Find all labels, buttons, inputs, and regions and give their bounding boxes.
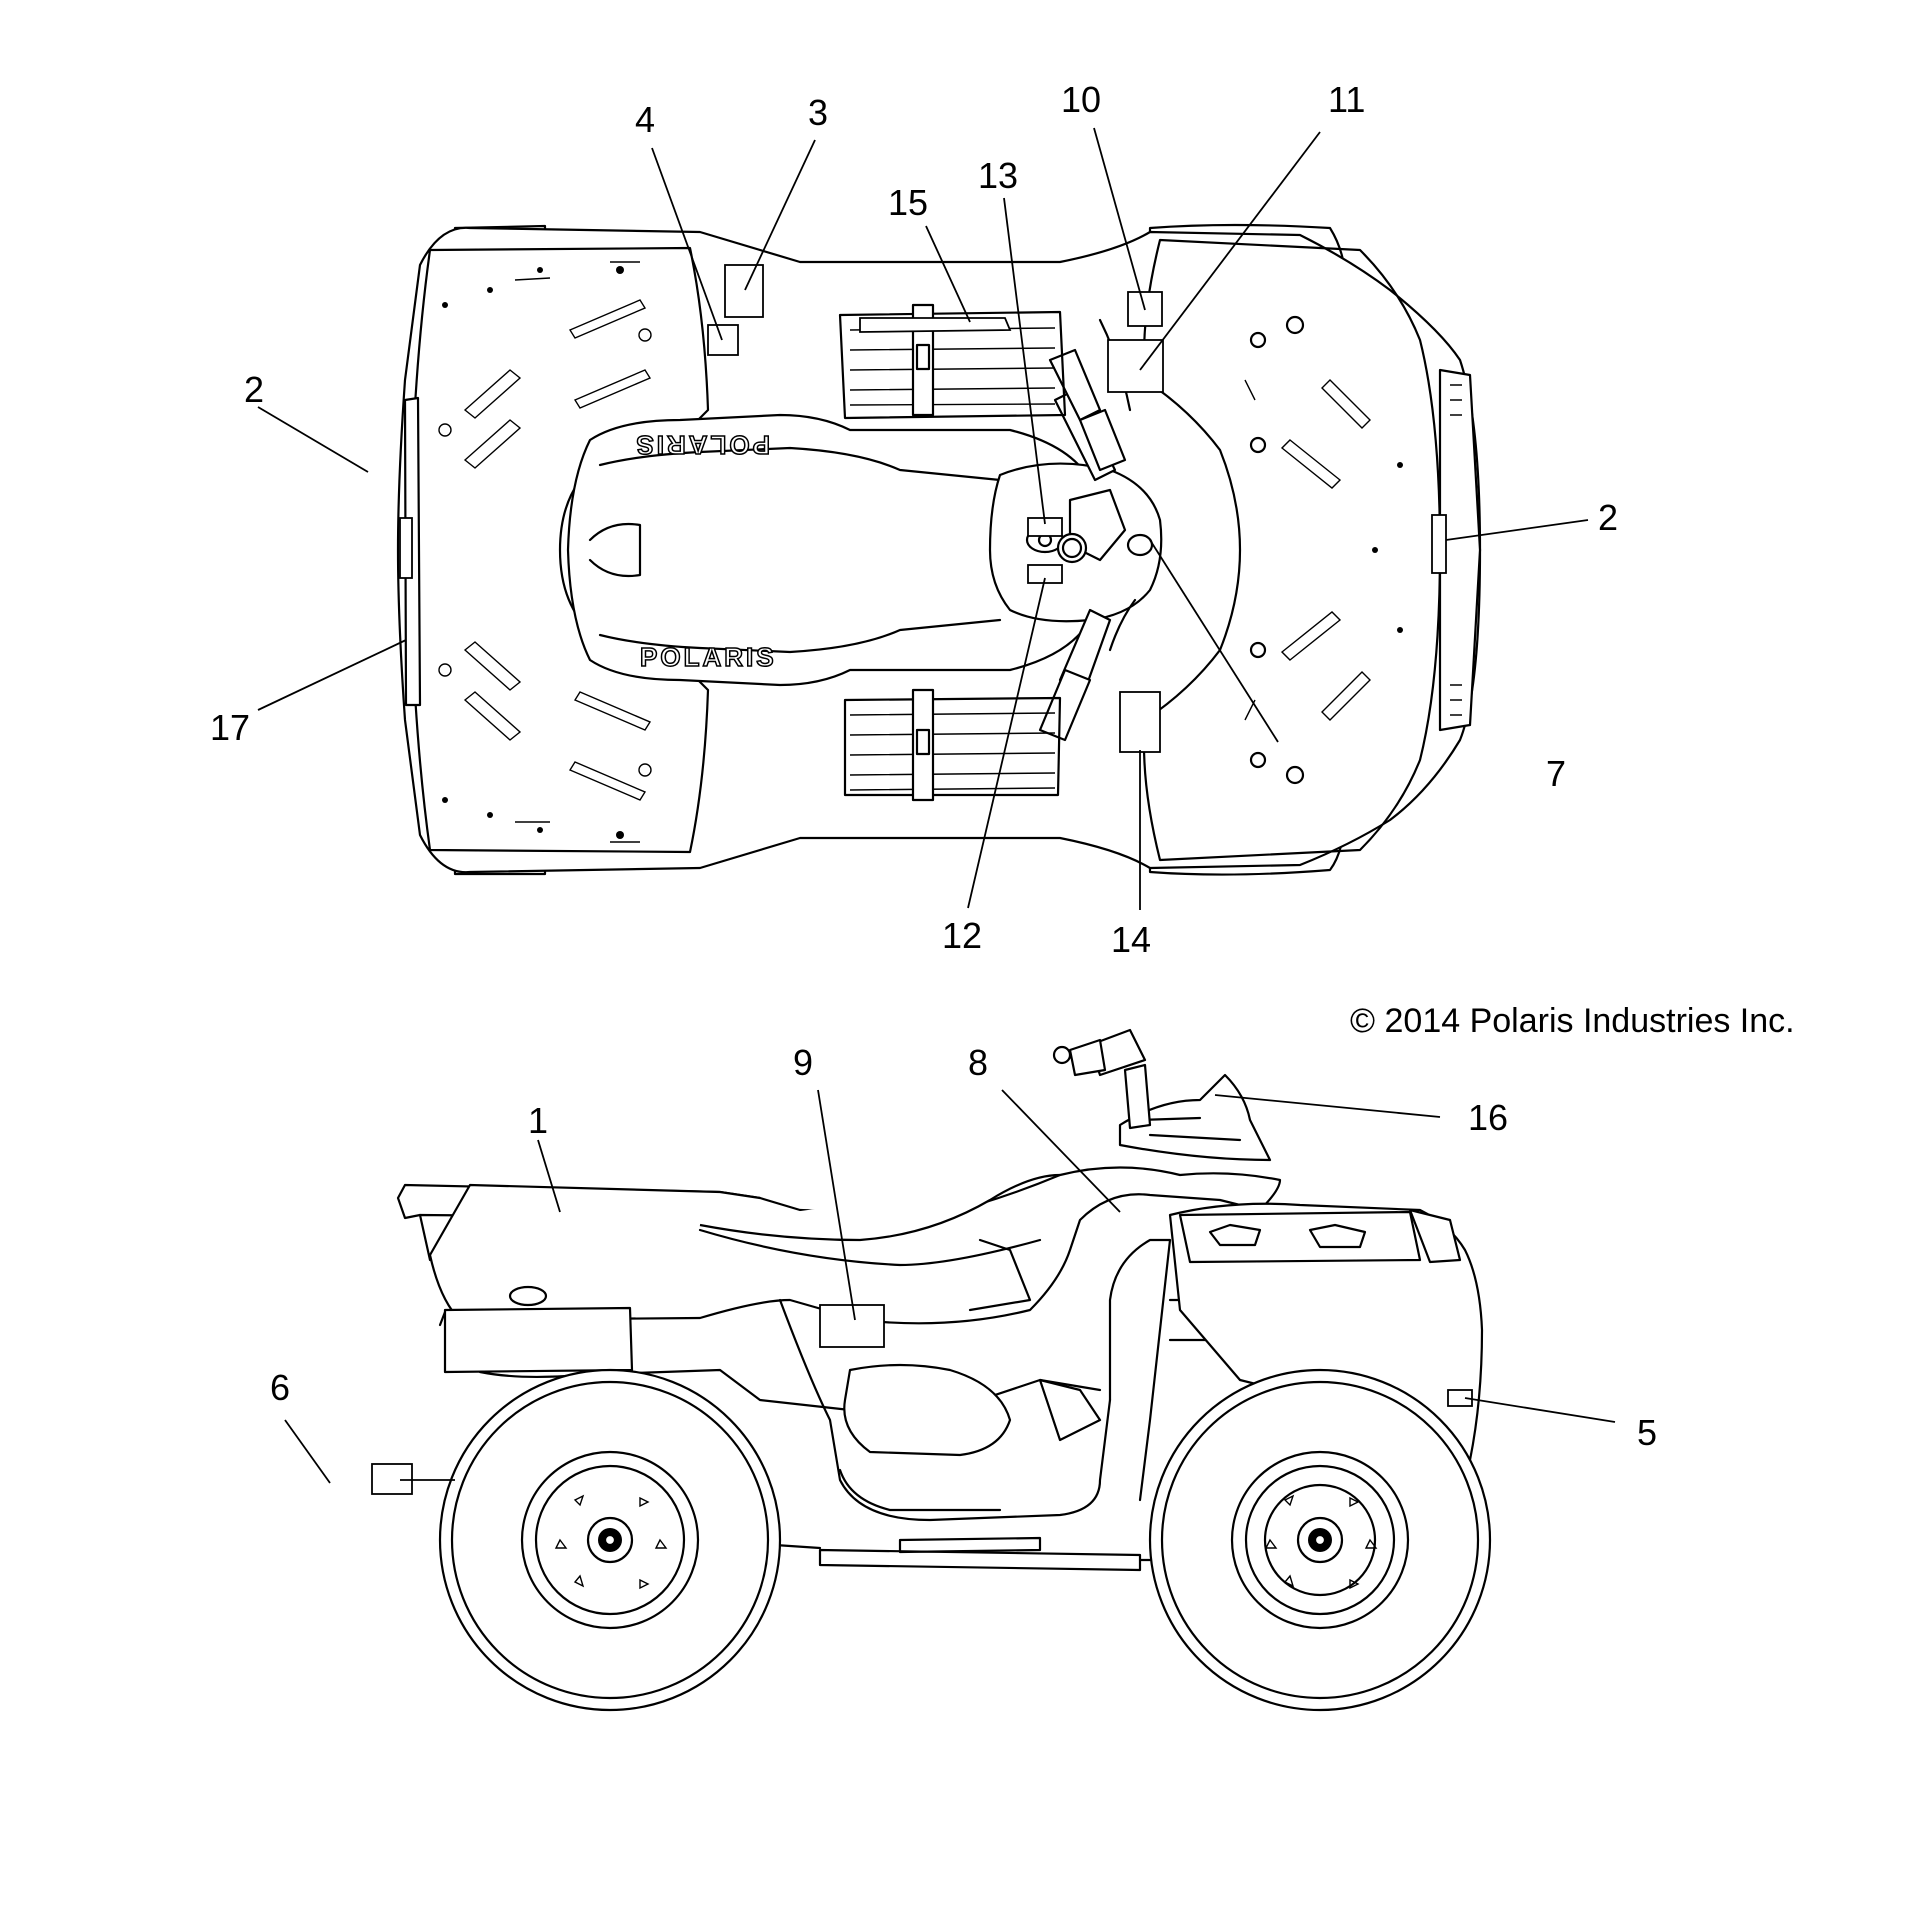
callout-3: 3: [808, 92, 828, 133]
callout-11: 11: [1328, 79, 1365, 120]
callout-6: 6: [270, 1367, 290, 1408]
callout-7: 7: [1546, 753, 1566, 794]
rear-wheel-side: [438, 1368, 782, 1712]
decal-2-rear: [399, 517, 413, 579]
callout-17: 17: [210, 707, 250, 748]
callout-2-rear: 2: [244, 369, 264, 410]
decal-5: [1447, 1389, 1473, 1407]
brand-text: POLARIS: [640, 642, 777, 672]
callout-4: 4: [635, 99, 655, 140]
brand-text-mirrored: POLARIS: [633, 430, 770, 460]
decal-2-front: [1431, 514, 1447, 574]
callout-15: 15: [888, 182, 928, 223]
callout-1: 1: [528, 1100, 548, 1141]
decal-14: [1119, 691, 1161, 753]
callout-16: 16: [1468, 1097, 1508, 1138]
footrest-top-lower: [843, 688, 1062, 802]
atv-top-view: POLARIS POLARIS: [396, 223, 1482, 876]
decal-6: [371, 1463, 413, 1495]
leader-lines: [257, 127, 1616, 1484]
decal-4: [707, 324, 739, 356]
callout-9: 9: [793, 1042, 813, 1083]
decal-15: [859, 317, 1012, 333]
callout-numbers: 1 2 2 3 4 5 6 7 8 9 10 11 12 13 14 15 16…: [210, 79, 1657, 1453]
callout-8: 8: [968, 1042, 988, 1083]
decal-9: [819, 1304, 885, 1348]
decal-3: [724, 264, 764, 318]
callout-12: 12: [942, 915, 982, 956]
callout-14: 14: [1111, 919, 1151, 960]
front-wheel-side: [1148, 1368, 1492, 1712]
callout-5: 5: [1637, 1412, 1657, 1453]
atv-side-view: [371, 1028, 1492, 1712]
decal-11: [1107, 339, 1164, 393]
callout-13: 13: [978, 155, 1018, 196]
callout-2-front: 2: [1598, 497, 1618, 538]
callout-10: 10: [1061, 79, 1101, 120]
copyright-notice: © 2014 Polaris Industries Inc.: [1350, 1002, 1795, 1040]
decal-12: [1027, 564, 1063, 584]
